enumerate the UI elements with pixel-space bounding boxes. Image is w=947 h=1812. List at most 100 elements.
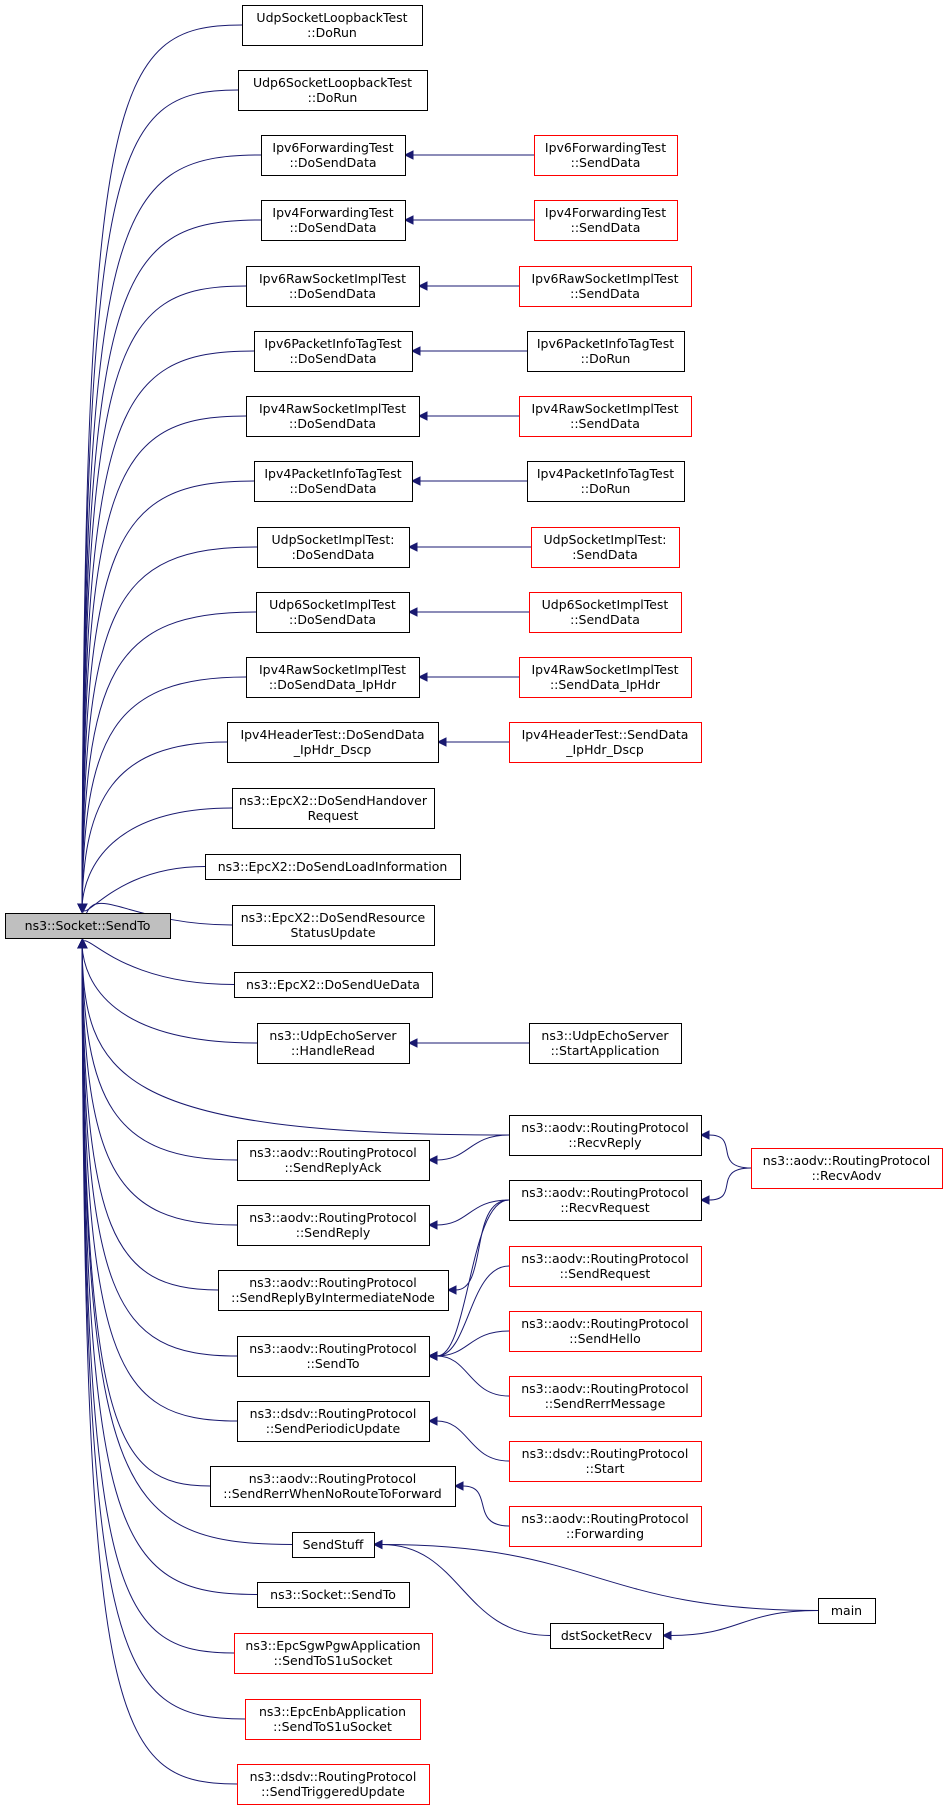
function-node[interactable]: ns3::EpcX2::DoSendUeData [234, 972, 433, 998]
node-box [529, 1023, 682, 1064]
node-label: ns3::EpcX2::DoSendHandover [239, 793, 428, 808]
function-node[interactable]: Ipv6PacketInfoTagTest::DoRun [527, 331, 685, 372]
function-node[interactable]: ns3::EpcSgwPgwApplication::SendToS1uSock… [234, 1633, 433, 1674]
node-label: ns3::aodv::RoutingProtocol [249, 1210, 417, 1225]
node-label: ns3::aodv::RoutingProtocol [763, 1153, 931, 1168]
node-box [232, 905, 435, 946]
node-box [257, 1582, 410, 1608]
node-label: ::DoSendData [289, 481, 376, 496]
function-node[interactable]: Ipv4PacketInfoTagTest::DoRun [527, 461, 685, 502]
function-node[interactable]: ns3::UdpEchoServer::HandleRead [257, 1023, 410, 1064]
function-node[interactable]: Ipv6ForwardingTest::SendData [534, 135, 678, 176]
node-box [257, 1023, 410, 1064]
call-edge [81, 944, 246, 1720]
node-box [509, 1506, 702, 1547]
node-label: Ipv4PacketInfoTagTest [537, 466, 674, 481]
node-box [5, 913, 171, 939]
function-node[interactable]: Ipv6ForwardingTest::DoSendData [261, 135, 406, 176]
node-box [234, 972, 433, 998]
function-node[interactable]: Ipv4RawSocketImplTest::DoSendData [246, 396, 420, 437]
node-label: Ipv6RawSocketImplTest [259, 271, 406, 286]
function-node[interactable]: ns3::aodv::RoutingProtocol::SendRerrMess… [509, 1376, 702, 1417]
node-label: StatusUpdate [290, 925, 375, 940]
node-label: ns3::Socket::SendTo [25, 918, 151, 933]
function-node[interactable]: ns3::aodv::RoutingProtocol::SendRequest [509, 1246, 702, 1287]
function-node[interactable]: ns3::aodv::RoutingProtocol::SendReplyAck [237, 1140, 430, 1181]
node-box [529, 592, 682, 633]
node-label: ::RecvReply [568, 1135, 642, 1150]
arrowhead [436, 737, 447, 747]
function-node[interactable]: main [818, 1598, 876, 1624]
function-node[interactable]: Udp6SocketImplTest::DoSendData [256, 592, 410, 633]
function-node[interactable]: Ipv4RawSocketImplTest::SendData_IpHdr [519, 657, 692, 698]
node-label: ns3::UdpEchoServer [541, 1028, 669, 1043]
function-node[interactable]: Ipv6PacketInfoTagTest::DoSendData [254, 331, 413, 372]
function-node[interactable]: Ipv4HeaderTest::SendData_IpHdr_Dscp [509, 722, 702, 763]
node-box [234, 1633, 433, 1674]
function-node[interactable]: Ipv4RawSocketImplTest::DoSendData_IpHdr [246, 657, 420, 698]
function-node[interactable]: ns3::dsdv::RoutingProtocol::Start [509, 1441, 702, 1482]
function-node[interactable]: ns3::aodv::RoutingProtocol::SendReply [237, 1205, 430, 1246]
node-label: ns3::EpcX2::DoSendUeData [246, 977, 420, 992]
function-node[interactable]: ns3::dsdv::RoutingProtocol::SendTriggere… [237, 1764, 430, 1805]
node-box [246, 657, 420, 698]
node-label: ns3::EpcX2::DoSendResource [241, 910, 426, 925]
node-label: _IpHdr_Dscp [293, 742, 372, 757]
node-label: Udp6SocketImplTest [269, 597, 396, 612]
function-node[interactable]: Ipv4ForwardingTest::DoSendData [261, 200, 406, 241]
node-label: Ipv4HeaderTest::DoSendData [240, 727, 424, 742]
function-node[interactable]: ns3::Socket::SendTo [257, 1582, 410, 1608]
root-node[interactable]: ns3::Socket::SendTo [5, 913, 171, 939]
node-box [509, 1115, 702, 1156]
node-label: ns3::UdpEchoServer [269, 1028, 397, 1043]
call-edge [81, 944, 238, 1161]
arrowhead [77, 938, 87, 949]
arrowhead [410, 346, 421, 356]
node-label: ::DoRun [581, 481, 631, 496]
call-edge [436, 1134, 510, 1161]
node-label: ::SendReply [296, 1225, 371, 1240]
node-label: Ipv6PacketInfoTagTest [264, 336, 401, 351]
function-node[interactable]: dstSocketRecv [550, 1623, 664, 1649]
function-node[interactable]: ns3::EpcX2::DoSendLoadInformation [205, 854, 461, 880]
function-node[interactable]: Udp6SocketLoopbackTest::DoRun [238, 70, 428, 111]
function-node[interactable]: UdpSocketLoopbackTest::DoRun [242, 5, 423, 46]
graph-edges [77, 24, 819, 1785]
function-node[interactable]: ns3::aodv::RoutingProtocol::RecvReply [509, 1115, 702, 1156]
node-label: UdpSocketImplTest: [544, 532, 667, 547]
function-node[interactable]: ns3::aodv::RoutingProtocol::Forwarding [509, 1506, 702, 1547]
function-node[interactable]: Ipv6RawSocketImplTest::SendData [519, 266, 692, 307]
node-label: ::SendReplyAck [285, 1160, 383, 1175]
function-node[interactable]: SendStuff [292, 1532, 375, 1558]
function-node[interactable]: ns3::aodv::RoutingProtocol::RecvRequest [509, 1180, 702, 1221]
node-label: ns3::aodv::RoutingProtocol [521, 1511, 689, 1526]
function-node[interactable]: ns3::aodv::RoutingProtocol::SendReplyByI… [218, 1270, 449, 1311]
function-node[interactable]: Ipv4PacketInfoTagTest::DoSendData [254, 461, 413, 502]
function-node[interactable]: ns3::UdpEchoServer::StartApplication [529, 1023, 682, 1064]
call-edge [81, 944, 238, 1422]
node-label: ::SendData [570, 612, 640, 627]
function-node[interactable]: ns3::aodv::RoutingProtocol::SendHello [509, 1311, 702, 1352]
function-node[interactable]: Ipv4ForwardingTest::SendData [534, 200, 678, 241]
function-node[interactable]: ns3::aodv::RoutingProtocol::SendRerrWhen… [210, 1466, 456, 1507]
function-node[interactable]: Ipv4RawSocketImplTest::SendData [519, 396, 692, 437]
function-node[interactable]: ns3::dsdv::RoutingProtocol::SendPeriodic… [237, 1401, 430, 1442]
node-label: ::StartApplication [551, 1043, 660, 1058]
function-node[interactable]: Ipv4HeaderTest::DoSendData_IpHdr_Dscp [227, 722, 439, 763]
function-node[interactable]: UdpSocketImplTest::DoSendData [257, 527, 410, 568]
call-edge [436, 1199, 510, 1226]
node-label: ::DoRun [581, 351, 631, 366]
node-label: ns3::aodv::RoutingProtocol [249, 1471, 417, 1486]
function-node[interactable]: ns3::aodv::RoutingProtocol::SendTo [237, 1336, 430, 1377]
node-box [238, 70, 428, 111]
call-edge [81, 940, 235, 985]
function-node[interactable]: Ipv6RawSocketImplTest::DoSendData [246, 266, 420, 307]
function-node[interactable]: UdpSocketImplTest::SendData [531, 527, 680, 568]
arrowhead [417, 672, 428, 682]
function-node[interactable]: Udp6SocketImplTest::SendData [529, 592, 682, 633]
function-node[interactable]: ns3::EpcEnbApplication::SendToS1uSocket [245, 1699, 421, 1740]
node-box [227, 722, 439, 763]
function-node[interactable]: ns3::aodv::RoutingProtocol::RecvAodv [751, 1148, 943, 1189]
